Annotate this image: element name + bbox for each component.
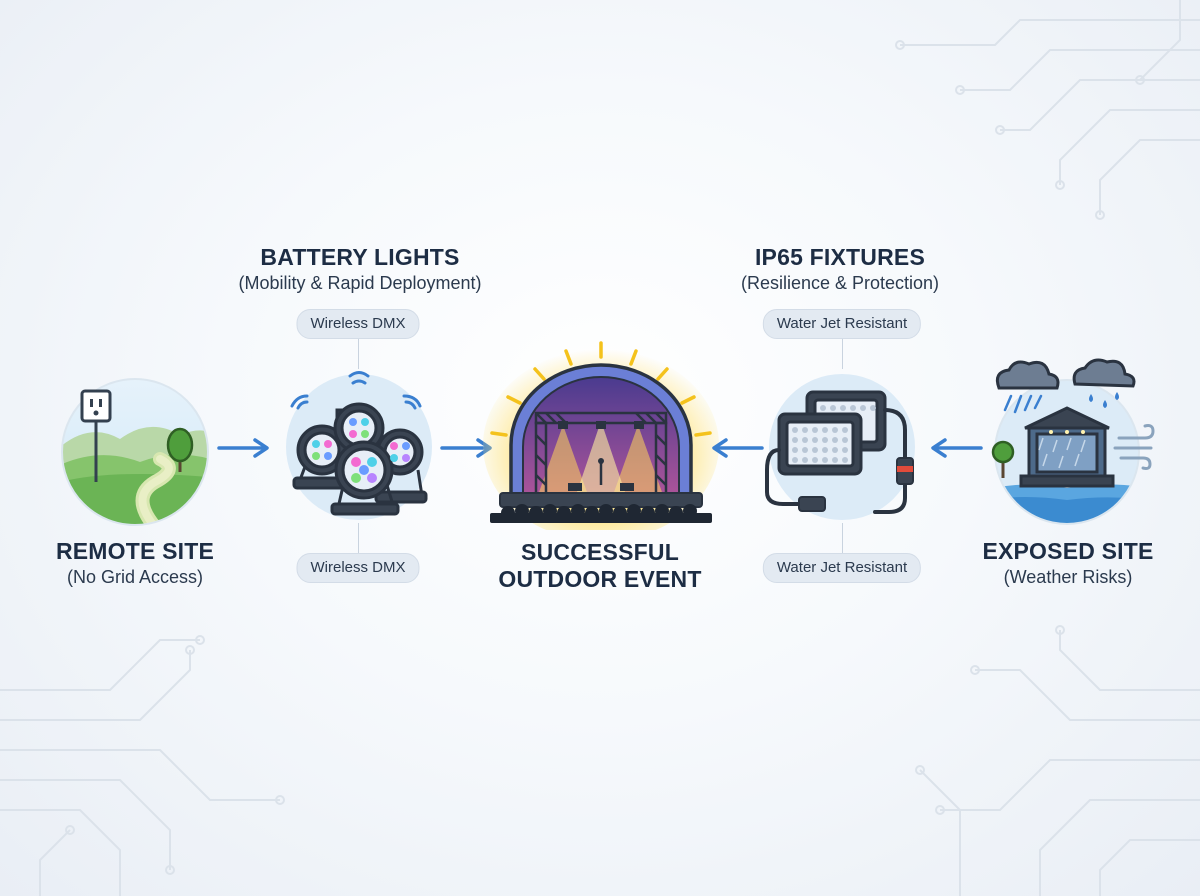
arrow-right-icon — [217, 438, 269, 458]
remote-site-title: REMOTE SITE — [55, 538, 215, 564]
exposed-site-title: EXPOSED SITE — [982, 538, 1154, 564]
connector-line — [358, 339, 359, 369]
arrow-left-icon — [931, 438, 983, 458]
badge-water-jet-bottom: Water Jet Resistant — [762, 553, 922, 583]
badge-wireless-dmx-bottom: Wireless DMX — [296, 553, 420, 583]
badge-water-jet-top: Water Jet Resistant — [762, 309, 922, 339]
battery-lights-icon — [286, 371, 432, 520]
weather-site-icon — [991, 358, 1155, 525]
ip65-fixtures-title: IP65 FIXTURES — [754, 244, 926, 270]
exposed-site-subtitle: (Weather Risks) — [1003, 567, 1133, 587]
ip65-fixture-icon — [765, 374, 915, 520]
event-title-line2: OUTDOOR EVENT — [498, 566, 702, 592]
remote-landscape-icon — [61, 378, 209, 526]
outdoor-stage-icon — [483, 341, 719, 530]
ip65-fixtures-subtitle: (Resilience & Protection) — [740, 273, 940, 293]
battery-lights-subtitle: (Mobility & Rapid Deployment) — [238, 273, 482, 293]
connector-line — [842, 523, 843, 553]
arrow-left-icon — [712, 438, 764, 458]
connector-line — [358, 523, 359, 553]
badge-wireless-dmx-top: Wireless DMX — [296, 309, 420, 339]
remote-site-subtitle: (No Grid Access) — [66, 567, 204, 587]
event-title-line1: SUCCESSFUL — [521, 539, 679, 565]
connector-line — [842, 339, 843, 369]
battery-lights-title: BATTERY LIGHTS — [260, 244, 460, 270]
